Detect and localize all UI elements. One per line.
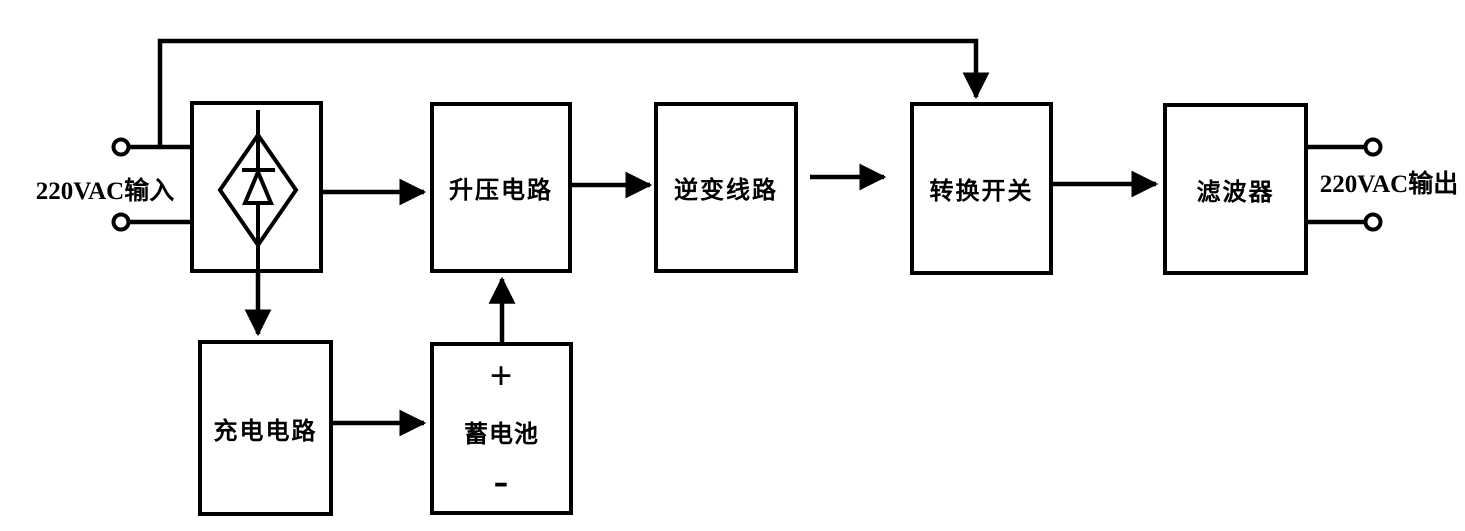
- block-charger-circuit: 充电电路: [198, 340, 333, 516]
- block-transfer-switch: 转换开关: [910, 102, 1053, 275]
- battery-minus-sign: -: [493, 456, 510, 506]
- block-transfer-switch-label: 转换开关: [929, 179, 1034, 205]
- block-rectifier: [190, 101, 323, 273]
- block-inverter-label: 逆变线路: [674, 178, 778, 204]
- block-boost-label: 升压电路: [449, 178, 553, 204]
- input-port-label: 220VAC输入: [35, 178, 175, 205]
- input-terminal-top-icon: [111, 137, 131, 157]
- battery-plus-sign: +: [489, 353, 514, 398]
- block-battery-label: 蓄电池: [464, 421, 539, 448]
- block-filter-label: 滤波器: [1196, 179, 1275, 206]
- output-terminal-top-icon: [1363, 137, 1383, 157]
- input-terminal-bottom-icon: [111, 212, 131, 232]
- block-charger-label: 充电电路: [213, 418, 318, 445]
- block-filter: 滤波器: [1163, 103, 1308, 275]
- block-boost-circuit: 升压电路: [430, 102, 572, 273]
- block-inverter-circuit: 逆变线路: [654, 102, 798, 273]
- output-terminal-bottom-icon: [1363, 212, 1383, 232]
- block-battery: + 蓄电池 -: [430, 342, 573, 515]
- output-port-label: 220VAC输出: [1319, 171, 1459, 198]
